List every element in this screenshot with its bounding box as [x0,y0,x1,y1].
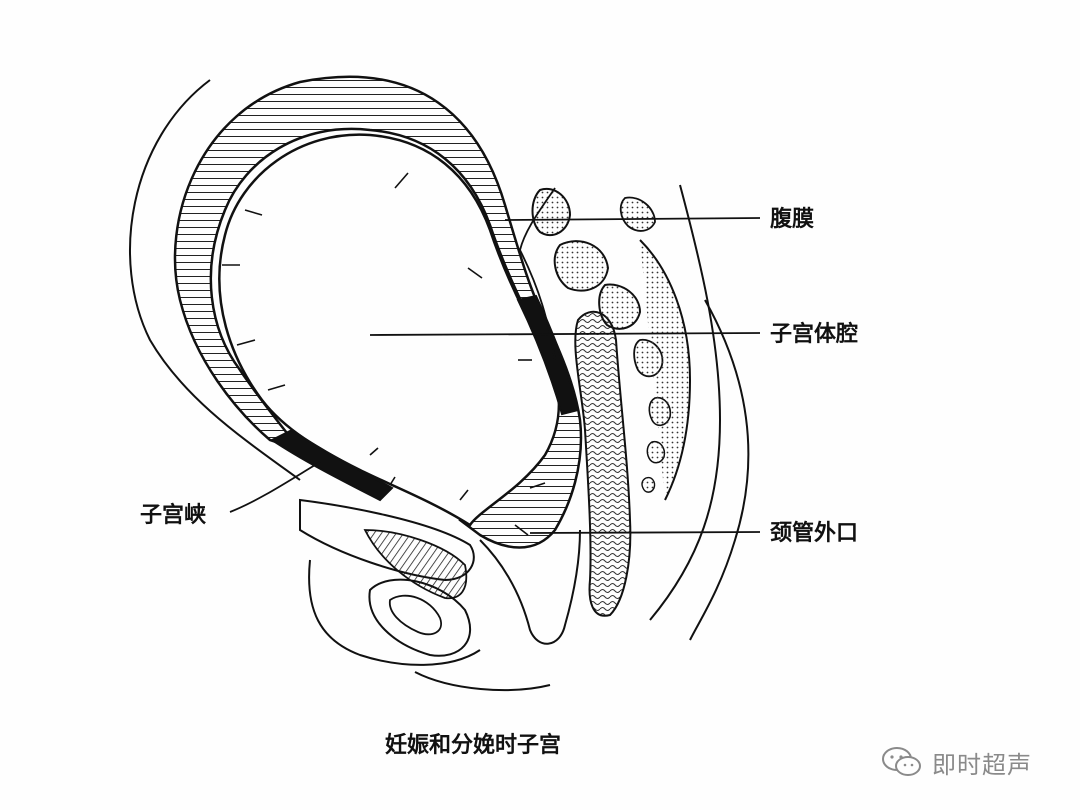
vaginal-canal [479,529,581,645]
watermark: 即时超声 [880,740,1060,784]
wall-arrows [222,172,546,536]
label-isthmus: 子宫峡 [140,502,207,528]
leader-lines [229,217,761,534]
isthmus-band [270,428,394,502]
pubic-inner [388,594,442,636]
perineum-line [414,671,551,692]
label-uterine-cavity: 子宫体腔 [770,321,858,347]
back-line [649,184,722,621]
bladder-hatched [363,529,468,600]
label-peritoneum: 腹膜 [770,206,814,232]
pubic-bone [368,578,471,657]
watermark-text: 即时超声 [932,750,1032,779]
wechat-icon [882,747,921,776]
uterine-cavity-outline [218,133,561,527]
lower-body-line [308,559,481,666]
rectum [574,310,632,617]
figure-caption: 妊娠和分娩时子宫 [385,732,561,758]
leader-isthmus [229,461,321,513]
abdominal-wall [129,79,301,481]
leader-uterine-cavity [369,332,761,336]
outer-back-line [689,299,750,641]
leader-peritoneum [504,217,761,221]
label-external-os: 颈管外口 [770,520,858,546]
bladder [299,498,475,582]
sacral-promontory [519,187,556,361]
leader-external-os [529,531,761,534]
spine-outline [639,239,692,501]
